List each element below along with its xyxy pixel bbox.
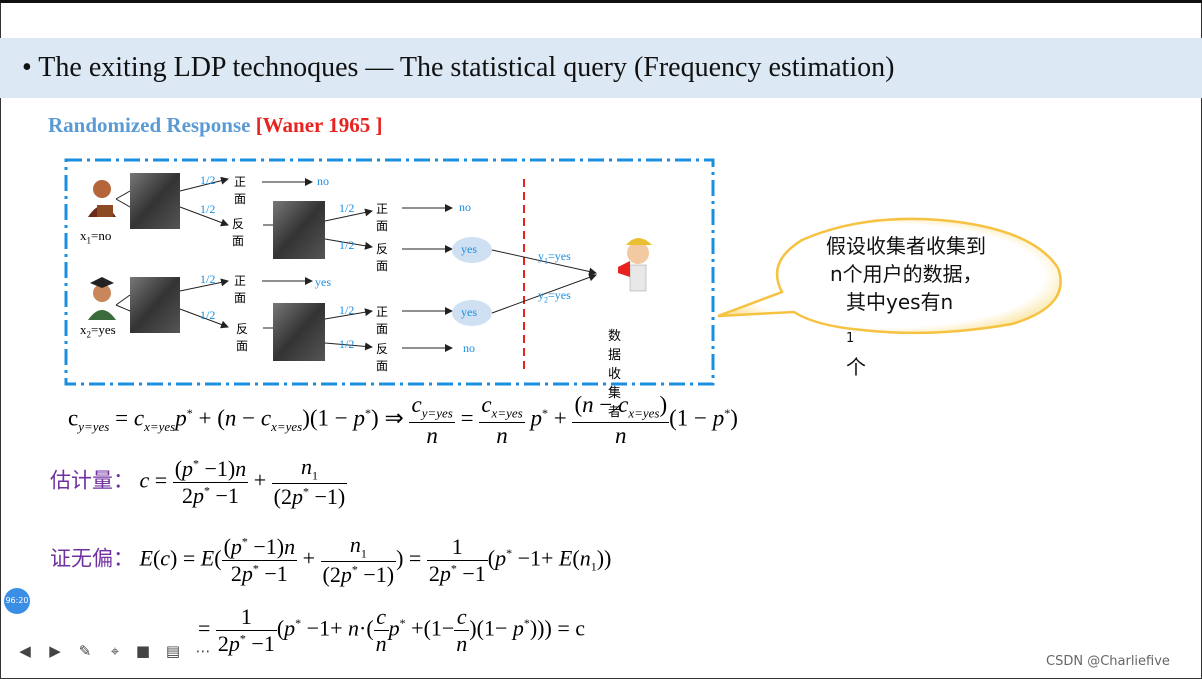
callout-line-2: n个用户的数据，	[830, 262, 983, 286]
tails-label: 反面	[236, 322, 249, 353]
title-bar: • The exiting LDP technoques — The stati…	[0, 38, 1202, 98]
outcome-yes: yes	[461, 242, 477, 256]
formula-expected-count: cy=yes = cx=yesp* + (n − cx=yes)(1 − p*)…	[68, 392, 738, 448]
pen-icon[interactable]: ✎	[78, 642, 92, 660]
tails-label: 反面	[376, 342, 389, 373]
prob-label: 1/2	[200, 272, 216, 286]
user-1-avatar-icon	[88, 180, 116, 217]
focus-icon[interactable]: ⌖	[110, 642, 120, 660]
subtitle-citation: [Waner 1965 ]	[255, 113, 383, 137]
tails-label: 反面	[232, 217, 245, 248]
callout-line-1: 假设收集者收集到	[826, 234, 986, 258]
user-2-label: x2=yes	[80, 322, 116, 340]
prob-label: 1/2	[339, 337, 355, 351]
timer-badge[interactable]: 96:20	[4, 588, 30, 614]
subtitle-method: Randomized Response	[48, 113, 256, 137]
heads-label: 正面	[376, 305, 389, 336]
heads-label: 正面	[234, 274, 247, 305]
estimator-label: 估计量：	[50, 468, 134, 493]
caption-icon[interactable]: ▤	[165, 642, 181, 660]
slide-title: • The exiting LDP technoques — The stati…	[22, 52, 895, 83]
camera-icon[interactable]: ■	[135, 642, 151, 660]
prob-label: 1/2	[200, 202, 216, 216]
randomized-response-diagram	[64, 158, 715, 386]
collector-label: 数据收集者	[608, 329, 622, 420]
report-y1: y1=yes	[538, 249, 571, 266]
outcome-no: no	[463, 341, 475, 355]
prob-label: 1/2	[200, 308, 216, 322]
outcome-no: no	[317, 174, 329, 188]
outcome-yes: yes	[315, 275, 331, 289]
top-edge	[0, 0, 1202, 3]
watermark: CSDN @Charliefive	[1046, 654, 1170, 669]
more-icon[interactable]: ⋯	[195, 642, 211, 660]
prob-label: 1/2	[339, 238, 355, 252]
prob-label: 1/2	[339, 303, 355, 317]
prob-label: 1/2	[339, 201, 355, 215]
heads-label: 正面	[376, 202, 389, 233]
user-2-avatar-icon	[88, 277, 116, 320]
speech-bubble	[717, 217, 1062, 335]
prob-label: 1/2	[200, 173, 216, 187]
heads-label: 正面	[234, 175, 247, 206]
subtitle: Randomized Response [Waner 1965 ]	[48, 113, 382, 138]
outcome-no: no	[459, 200, 471, 214]
next-icon[interactable]: ▶	[49, 642, 61, 660]
outcome-yes: yes	[461, 305, 477, 319]
report-y2: y2=yes	[538, 288, 571, 305]
tails-label: 反面	[376, 242, 389, 273]
collector-megaphone-icon	[618, 238, 652, 292]
user-1-label: x1=no	[80, 228, 112, 246]
previous-icon[interactable]: ◀	[19, 642, 31, 660]
unbiased-label: 证无偏：	[50, 546, 134, 571]
